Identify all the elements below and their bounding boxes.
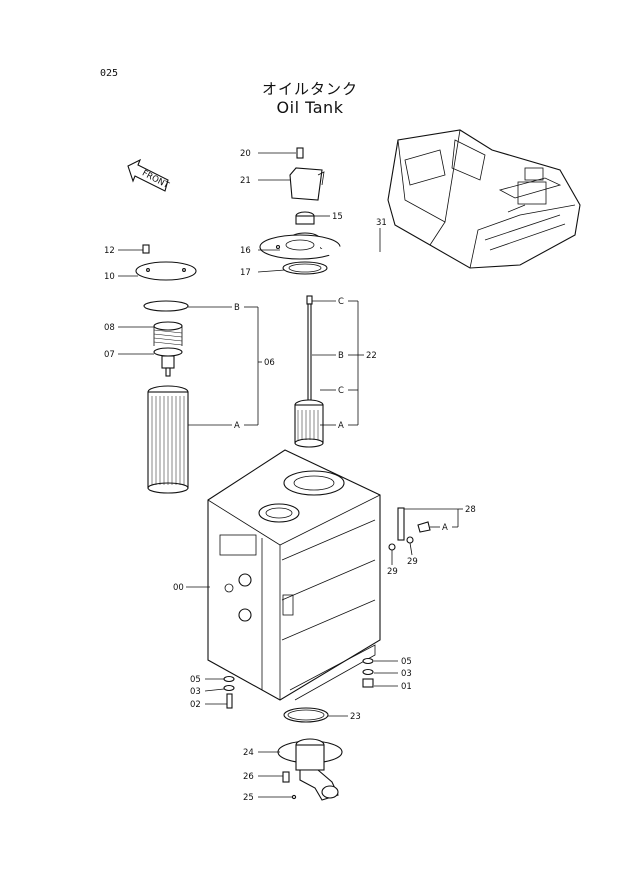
callout-08: 08 bbox=[104, 323, 115, 333]
callout-10: 10 bbox=[104, 272, 115, 282]
oil-tank-body bbox=[207, 449, 381, 701]
suction-elbow-assembly bbox=[277, 707, 343, 801]
callout-25: 25 bbox=[243, 793, 254, 803]
callout-00: 00 bbox=[173, 583, 184, 593]
callout-03-right: 03 bbox=[401, 669, 412, 679]
callout-28: 28 bbox=[465, 505, 476, 515]
callout-12: 12 bbox=[104, 246, 115, 256]
callout-22: 22 bbox=[366, 351, 377, 361]
suction-pipe-assembly bbox=[294, 295, 324, 448]
callout-29-b: 29 bbox=[407, 557, 418, 567]
page-number: 025 bbox=[100, 68, 119, 79]
callout-07: 07 bbox=[104, 350, 115, 360]
ref-b-22: B bbox=[338, 351, 344, 361]
drain-hardware bbox=[223, 657, 374, 709]
ref-a-28: A bbox=[442, 523, 448, 533]
excavator-illustration bbox=[387, 129, 581, 269]
callout-29-a: 29 bbox=[387, 567, 398, 577]
callout-20: 20 bbox=[240, 149, 251, 159]
callout-23: 23 bbox=[350, 712, 361, 722]
ref-a-06: A bbox=[234, 421, 240, 431]
front-arrow-icon: FRONT bbox=[127, 158, 171, 192]
leader-lines bbox=[118, 152, 463, 798]
callout-03-left: 03 bbox=[190, 687, 201, 697]
bracket-assembly bbox=[388, 507, 431, 551]
callout-05-right: 05 bbox=[401, 657, 412, 667]
callout-21: 21 bbox=[240, 176, 251, 186]
ref-a-22: A bbox=[338, 421, 344, 431]
callout-24: 24 bbox=[243, 748, 254, 758]
callout-05-left: 05 bbox=[190, 675, 201, 685]
title-english: Oil Tank bbox=[276, 98, 344, 117]
callout-01: 01 bbox=[401, 682, 412, 692]
ref-c-22-top: C bbox=[338, 297, 344, 307]
ref-c-22-mid: C bbox=[338, 386, 344, 396]
callout-26: 26 bbox=[243, 772, 254, 782]
callout-02: 02 bbox=[190, 700, 201, 710]
title-japanese: オイルタンク bbox=[261, 80, 358, 98]
return-filter-assembly bbox=[135, 244, 197, 494]
callout-17: 17 bbox=[240, 268, 251, 278]
ref-b-06: B bbox=[234, 303, 240, 313]
callout-31: 31 bbox=[376, 218, 387, 228]
callout-06: 06 bbox=[264, 358, 275, 368]
callout-15: 15 bbox=[332, 212, 343, 222]
callout-labels: 20 21 15 16 17 31 12 10 08 07 06 22 00 2… bbox=[104, 149, 476, 803]
callout-16: 16 bbox=[240, 246, 251, 256]
breather-assembly bbox=[259, 147, 391, 311]
